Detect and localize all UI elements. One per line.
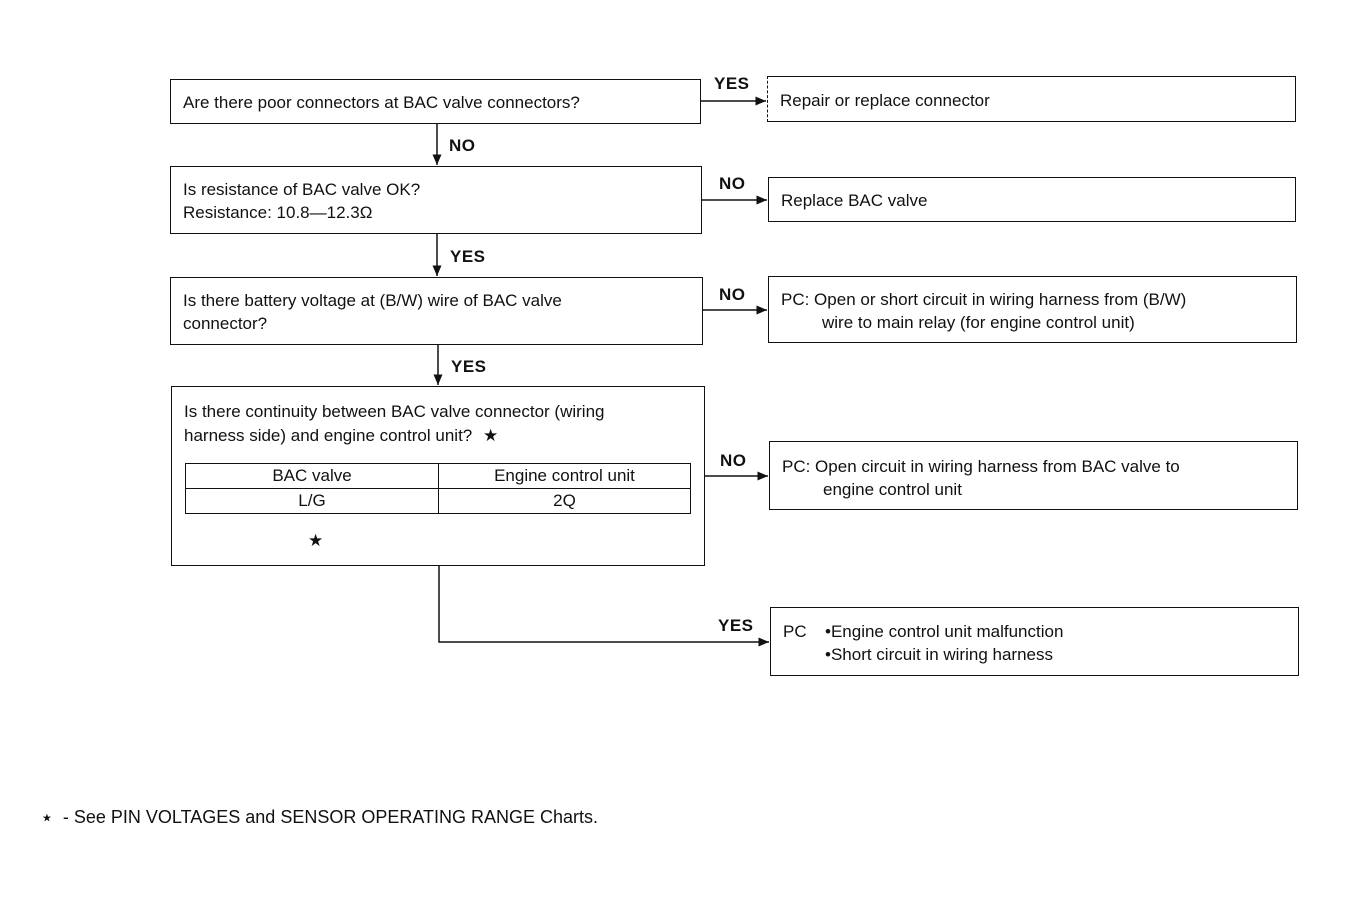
question-text-line2: harness side) and engine control unit? bbox=[184, 426, 473, 445]
question-text: Are there poor connectors at BAC valve c… bbox=[183, 93, 580, 112]
question-text-cont: connector? bbox=[183, 314, 268, 333]
arrow-q4-yes bbox=[438, 565, 769, 647]
result-replace-valve: Replace BAC valve bbox=[768, 177, 1296, 222]
result-item: •Engine control unit malfunction bbox=[825, 622, 1064, 641]
question-continuity: Is there continuity between BAC valve co… bbox=[171, 386, 705, 566]
table-cell: 2Q bbox=[438, 488, 691, 514]
branch-label-no: NO bbox=[719, 285, 746, 304]
result-open-circuit: PC: Open circuit in wiring harness from … bbox=[769, 441, 1298, 510]
question-valve-resistance: Is resistance of BAC valve OK? Resistanc… bbox=[170, 166, 702, 234]
table-header: BAC valve bbox=[185, 463, 439, 489]
reference-star: ★ bbox=[308, 531, 324, 550]
result-text: PC: Open circuit in wiring harness from … bbox=[782, 457, 1180, 476]
pin-table: BAC valve Engine control unit L/G 2Q bbox=[185, 463, 691, 514]
table-header: Engine control unit bbox=[438, 463, 691, 489]
result-open-short-circuit: PC: Open or short circuit in wiring harn… bbox=[768, 276, 1297, 343]
result-text: PC: Open or short circuit in wiring harn… bbox=[781, 290, 1187, 309]
footnote-star: ★ bbox=[42, 812, 52, 825]
result-ecu-malfunction: PC •Engine control unit malfunction •Sho… bbox=[770, 607, 1299, 676]
footnote-text: - See PIN VOLTAGES and SENSOR OPERATING … bbox=[62, 807, 599, 827]
result-item: •Short circuit in wiring harness bbox=[825, 645, 1053, 664]
branch-label-yes: YES bbox=[451, 357, 487, 376]
footnote: ★ - See PIN VOLTAGES and SENSOR OPERATIN… bbox=[42, 806, 598, 829]
branch-label-no: NO bbox=[719, 174, 746, 193]
question-text-cont: harness side) and engine control unit? ★ bbox=[184, 425, 498, 447]
question-text: Is there battery voltage at (B/W) wire o… bbox=[183, 291, 562, 310]
question-text: Is there continuity between BAC valve co… bbox=[184, 402, 605, 421]
result-text: Repair or replace connector bbox=[780, 91, 990, 110]
branch-label-yes: YES bbox=[450, 247, 486, 266]
table-cell: L/G bbox=[185, 488, 439, 514]
result-text-cont: engine control unit bbox=[823, 480, 962, 499]
branch-label-yes: YES bbox=[718, 616, 754, 635]
result-text: Replace BAC valve bbox=[781, 191, 928, 210]
result-repair-connector: Repair or replace connector bbox=[767, 76, 1296, 122]
question-text: Is resistance of BAC valve OK? bbox=[183, 180, 421, 199]
branch-label-no: NO bbox=[449, 136, 476, 155]
branch-label-no: NO bbox=[720, 451, 747, 470]
branch-label-yes: YES bbox=[714, 74, 750, 93]
question-poor-connectors: Are there poor connectors at BAC valve c… bbox=[170, 79, 701, 124]
result-prefix: PC bbox=[783, 622, 807, 641]
question-battery-voltage: Is there battery voltage at (B/W) wire o… bbox=[170, 277, 703, 345]
result-text-cont: wire to main relay (for engine control u… bbox=[822, 313, 1135, 332]
reference-star: ★ bbox=[482, 426, 499, 445]
table-row: L/G 2Q bbox=[185, 488, 691, 514]
resistance-spec: Resistance: 10.8—12.3Ω bbox=[183, 203, 373, 222]
table-header-row: BAC valve Engine control unit bbox=[185, 463, 691, 489]
